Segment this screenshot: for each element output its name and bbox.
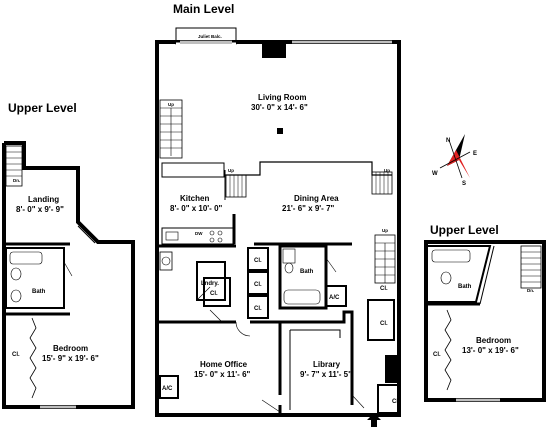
laundry-label: Lndry. <box>201 281 219 287</box>
ac-label-office: A/C <box>162 386 173 392</box>
stair-up-label-4: Up <box>382 228 388 233</box>
upper-left-closet-label: Cl. <box>12 352 20 358</box>
closet-label-6: Cl. <box>380 321 388 327</box>
bedroom-left-dim: 15'- 9" x 19'- 6" <box>42 354 99 363</box>
kitchen-name: Kitchen <box>180 194 209 203</box>
stair-down-label-left: Dn. <box>13 178 20 183</box>
kitchen-dim: 8'- 0" x 10'- 0" <box>170 204 223 213</box>
stair-down-label-right: Dn. <box>527 288 534 293</box>
upper-level-right-plan <box>424 240 546 402</box>
bedroom-right-dim: 13'- 0" x 19'- 6" <box>462 346 519 355</box>
home-office-name: Home Office <box>200 360 248 369</box>
main-bath-label: Bath <box>300 269 314 275</box>
compass-n: N <box>446 138 450 144</box>
home-office-dim: 15'- 0" x 11'- 6" <box>194 370 251 379</box>
compass-e: E <box>473 151 477 157</box>
closet-label-7: Cl. <box>392 399 400 405</box>
dining-area-dim: 21'- 6" x 9'- 7" <box>282 204 335 213</box>
landing-name: Landing <box>28 195 59 204</box>
stair-up-label-1: Up <box>168 102 174 107</box>
upper-level-left-header: Upper Level <box>8 101 77 115</box>
closet-label-4: Cl. <box>210 291 218 297</box>
upper-right-closet-label: Cl. <box>433 352 441 358</box>
living-room-name: Living Room <box>258 93 306 102</box>
library-name: Library <box>313 360 341 369</box>
upper-right-bath-label: Bath <box>458 284 472 290</box>
upper-level-left-plan <box>2 141 135 409</box>
dining-area-name: Dining Area <box>294 194 339 203</box>
main-level-header: Main Level <box>173 2 234 16</box>
stair-up-label-3: Up <box>384 168 390 173</box>
closet-label-5: Cl. <box>380 286 388 292</box>
bedroom-right-name: Bedroom <box>476 336 511 345</box>
upper-left-bath-label: Bath <box>32 289 46 295</box>
landing-dim: 8'- 0" x 9'- 9" <box>16 205 64 214</box>
compass-s: S <box>462 181 466 187</box>
juliet-balcony-label: Juliet Balc. <box>198 34 222 39</box>
closet-label-1: Cl. <box>254 258 262 264</box>
living-room-dim: 30'- 0" x 14'- 6" <box>251 103 308 112</box>
library-dim: 9'- 7" x 11'- 5" <box>300 370 352 379</box>
closet-label-3: Cl. <box>254 306 262 312</box>
bedroom-left-name: Bedroom <box>53 344 88 353</box>
closet-label-2: Cl. <box>254 282 262 288</box>
compass-w: W <box>432 171 438 177</box>
compass-icon: N E S W <box>432 134 477 187</box>
main-level-plan <box>155 27 401 417</box>
upper-level-right-header: Upper Level <box>430 223 499 237</box>
dishwasher-label: DW <box>195 231 203 236</box>
ac-label-main: A/C <box>329 295 340 301</box>
stair-up-label-2: Up <box>228 168 234 173</box>
entry-arrow-icon <box>367 413 381 427</box>
